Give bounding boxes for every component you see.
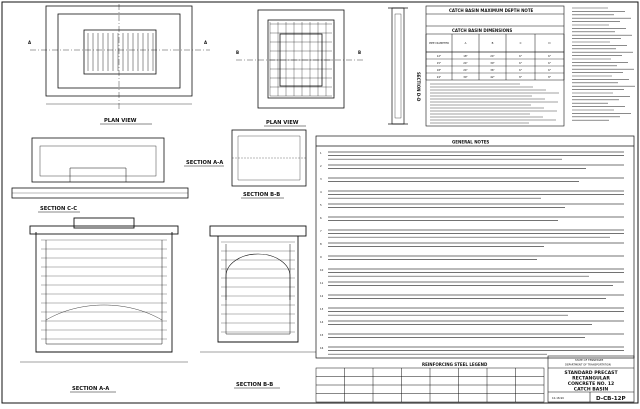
title-block bbox=[547, 355, 635, 403]
general-note-number: 16 bbox=[320, 346, 324, 350]
side-section-d bbox=[388, 7, 408, 125]
schedule-cell: 8" bbox=[548, 75, 551, 79]
schedule-cell: 8" bbox=[519, 75, 522, 79]
schedule-cell: 12" bbox=[437, 54, 442, 58]
schedule-header: A bbox=[465, 41, 467, 45]
schedule-subtitle: CATCH BASIN DIMENSIONS bbox=[452, 28, 512, 33]
agency-line-1: STATE OF TENNESSEE bbox=[575, 358, 604, 362]
general-note-number: 2 bbox=[320, 164, 322, 168]
plan-view-a bbox=[30, 4, 210, 110]
schedule-cell: 24" bbox=[437, 75, 442, 79]
plan-view-a-title: PLAN VIEW bbox=[104, 118, 137, 124]
general-note-number: 5 bbox=[320, 203, 322, 207]
schedule-cell: 24" bbox=[463, 68, 468, 72]
section-mark-b-right: B bbox=[358, 50, 361, 55]
general-note-number: 15 bbox=[320, 333, 324, 337]
schedule-cell: 6" bbox=[519, 61, 522, 65]
schedule-header: B bbox=[492, 41, 494, 45]
schedule-cell: 15" bbox=[437, 61, 442, 65]
schedule-cell: 24" bbox=[463, 61, 468, 65]
general-note-number: 6 bbox=[320, 216, 322, 220]
drawing-date: 10-18-99 bbox=[552, 396, 564, 400]
schedule-notes bbox=[430, 83, 559, 124]
drawing-title-1: STANDARD PRECAST bbox=[564, 370, 618, 376]
general-note-number: 14 bbox=[320, 320, 324, 324]
schedule-cell: 30" bbox=[463, 75, 468, 79]
general-note-number: 4 bbox=[320, 190, 322, 194]
schedule-cell: 6" bbox=[548, 68, 551, 72]
steel-legend-title: REINFORCING STEEL LEGEND bbox=[422, 362, 488, 367]
schedule-cell: 42" bbox=[490, 75, 495, 79]
plan-view-b-title: PLAN VIEW bbox=[266, 120, 299, 126]
general-note-number: 7 bbox=[320, 229, 322, 233]
schedule-cell: 18" bbox=[463, 54, 468, 58]
schedule-title: CATCH BASIN MAXIMUM DEPTH NOTE bbox=[449, 8, 534, 13]
section-cc bbox=[11, 187, 189, 199]
schedule-cell: 24" bbox=[490, 54, 495, 58]
section-bb-lower bbox=[200, 225, 316, 353]
general-note-number: 1 bbox=[320, 151, 322, 155]
drawing-title-2: RECTANGULAR bbox=[572, 376, 610, 382]
schedule-cell: 30" bbox=[490, 61, 495, 65]
section-bb-upper bbox=[231, 129, 307, 187]
schedule-header: C bbox=[520, 41, 522, 45]
general-note-number: 9 bbox=[320, 255, 322, 259]
section-dd-vertical-title: SECTION D-D bbox=[416, 72, 421, 102]
section-mark-a-left: A bbox=[28, 40, 32, 45]
agency-line-2: DEPARTMENT OF TRANSPORTATION bbox=[565, 363, 611, 367]
section-mark-a-right: A bbox=[204, 40, 208, 45]
sheet-number: D-CB-12P bbox=[596, 396, 626, 402]
section-bb-lower-title: SECTION B-B bbox=[236, 382, 273, 388]
general-note-number: 3 bbox=[320, 177, 322, 181]
general-note-number: 10 bbox=[320, 268, 324, 272]
drawing-title-3: CONCRETE NO. 12 bbox=[568, 381, 614, 387]
general-note-number: 13 bbox=[320, 307, 324, 311]
section-aa-lower-title: SECTION A-A bbox=[72, 386, 109, 392]
schedule-cell: 36" bbox=[490, 68, 495, 72]
section-aa-upper-title: SECTION A-A bbox=[186, 160, 223, 166]
schedule-header: D bbox=[549, 41, 551, 45]
drawing-title-4: CATCH BASIN bbox=[574, 387, 609, 393]
plan-view-b bbox=[236, 9, 364, 109]
schedule-cell: 6" bbox=[548, 61, 551, 65]
schedule-header: PIPE DIAMETER bbox=[429, 41, 449, 45]
section-aa-upper bbox=[31, 137, 165, 183]
section-bb-upper-title: SECTION B-B bbox=[243, 192, 280, 198]
general-note-number: 11 bbox=[320, 281, 324, 285]
schedule-cell: 6" bbox=[548, 54, 551, 58]
schedule-cell: 6" bbox=[519, 54, 522, 58]
schedule-grid: PIPE DIAMETER A B C D 12" 18" 24" 6" 6" 15" 24" 30" 6… bbox=[425, 34, 565, 81]
section-aa-lower bbox=[20, 217, 188, 363]
schedule-cell: 6" bbox=[519, 68, 522, 72]
general-notes-panel bbox=[315, 135, 635, 359]
right-notes-column bbox=[572, 7, 635, 121]
general-note-number: 8 bbox=[320, 242, 322, 246]
section-mark-b-left: B bbox=[236, 50, 239, 55]
schedule-cell: 18" bbox=[437, 68, 442, 72]
general-note-number: 12 bbox=[320, 294, 324, 298]
steel-legend-table bbox=[315, 367, 545, 403]
general-notes-title: GENERAL NOTES bbox=[452, 140, 489, 145]
section-cc-title: SECTION C-C bbox=[40, 206, 77, 212]
